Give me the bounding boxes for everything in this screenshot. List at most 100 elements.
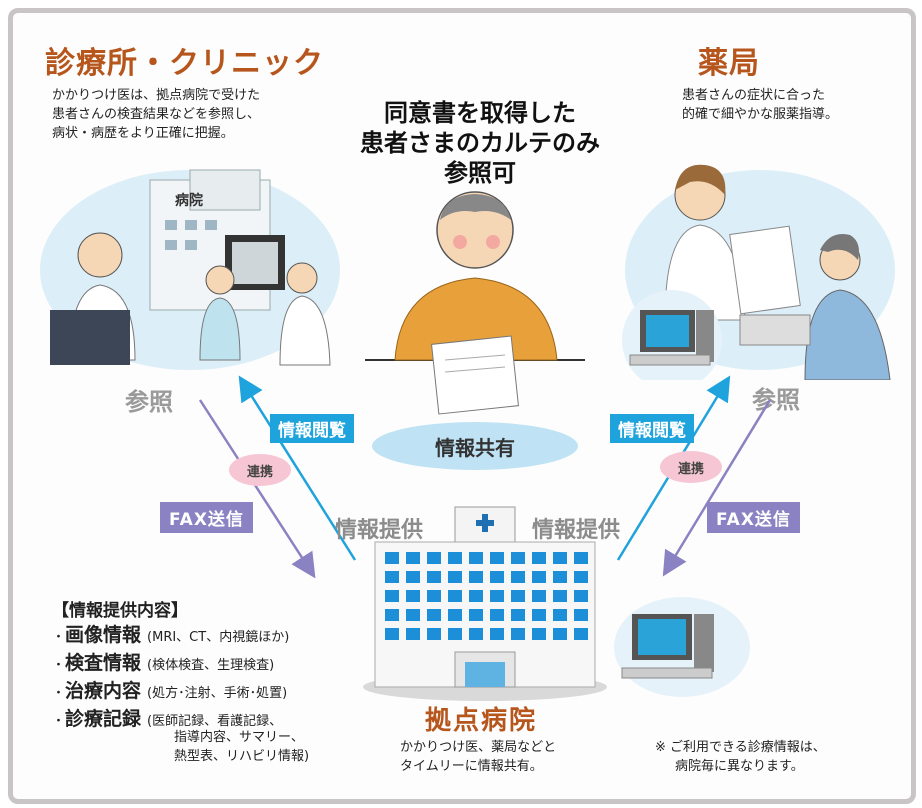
info-provide-label-left: 情報提供 [335,518,424,543]
reference-label-right: 参照 [752,386,800,414]
hospital-window [574,609,588,621]
hospital-window [406,628,420,640]
patient-illustration [365,191,585,415]
info-provide-label-right: 情報提供 [532,518,621,543]
hospital-window [448,609,462,621]
note-line: 病院毎に異なります。 [675,759,804,774]
hospital-window [427,590,441,602]
hospital-window [574,590,588,602]
hospital-window [427,628,441,640]
hospital-window [427,571,441,583]
item-name: 画像情報 [65,624,142,646]
hospital-window [469,571,483,583]
pharmacy-description: 患者さんの症状に合った 的確で細やかな服薬指導。 [682,86,838,124]
continuation-line: 熱型表、リハビリ情報) [174,749,310,764]
clinic-desc-line: かかりつけ医は、拠点病院で受けた [52,88,261,103]
item-name: 診療記録 [65,708,142,730]
renkei-right: 連携 [660,451,722,483]
clinic-title: 診療所・クリニック [45,46,324,81]
hospital-window [490,628,504,640]
hospital-window [553,571,567,583]
info-list-item: ・画像情報 (MRI、CT、内視鏡ほか) [52,620,309,648]
hospital-window [490,609,504,621]
hospital-window [385,628,399,640]
hospital-window [427,552,441,564]
hospital-window [448,590,462,602]
hospital-window [469,628,483,640]
hospital-window [511,628,525,640]
hospital-window [532,628,546,640]
pharmacy-title: 薬局 [698,46,760,81]
hospital-window [532,590,546,602]
clinic-desc-line: 患者さんの検査結果などを参照し、 [52,107,261,122]
hospital-window [490,571,504,583]
continuation-line: 指導内容、サマリー、 [174,730,304,745]
hospital-window [448,571,462,583]
pharmacy-desc-line: 的確で細やかな服薬指導。 [682,107,839,122]
availability-note: ※ ご利用できる診療情報は、 病院毎に異なります。 [655,738,826,776]
hospital-window [574,628,588,640]
bullet: ・ [52,658,66,673]
hospital-window [385,571,399,583]
hospital-building [363,506,607,701]
info-view-label-left: 情報閲覧 [270,414,354,443]
item-detail: (検体検査、生理検査) [147,658,275,673]
bullet: ・ [52,630,66,645]
hospital-window [490,552,504,564]
hospital-window [385,590,399,602]
info-list-heading: 【情報提供内容】 [52,601,188,621]
hospital-window [532,609,546,621]
clinic-illustration [40,169,340,370]
bullet: ・ [52,686,66,701]
info-list-item: ・診療記録 (医師記録、看護記録、 [52,704,309,730]
hospital-window [511,571,525,583]
hospital-window [574,571,588,583]
center-title-line: 同意書を取得した [384,99,576,127]
hospital-window [448,628,462,640]
hospital-window [385,609,399,621]
renkei-left: 連携 [229,454,291,486]
hospital-window [427,609,441,621]
hospital-window [574,552,588,564]
hospital-window [553,552,567,564]
info-list-continuation: 指導内容、サマリー、 熱型表、リハビリ情報) [52,728,309,766]
hospital-window [406,609,420,621]
hospital-window [532,552,546,564]
item-detail: (医師記録、看護記録、 [147,714,283,729]
hospital-window [553,609,567,621]
info-list: ・画像情報(MRI、CT、内視鏡ほか) ・検査情報(検体検査、生理検査) ・治療… [52,620,309,766]
reference-label-left: 参照 [125,388,173,416]
hospital-desc-line: かかりつけ医、薬局などと [400,740,557,755]
hospital-window [469,552,483,564]
hospital-description: かかりつけ医、薬局などと タイムリーに情報共有。 [400,738,556,776]
center-title-line: 参照可 [444,159,516,187]
info-share-ellipse: 情報共有 [372,422,578,470]
item-name: 検査情報 [65,652,142,674]
item-detail: (MRI、CT、内視鏡ほか) [147,630,290,645]
item-name: 治療内容 [65,680,142,702]
hospital-window [490,590,504,602]
pharmacy-desc-line: 患者さんの症状に合った [682,88,826,103]
hospital-window [532,571,546,583]
bullet: ・ [52,714,66,729]
fax-label-left: FAX送信 [160,502,253,533]
hospital-window [511,590,525,602]
hospital-window [469,609,483,621]
hospital-window [469,590,483,602]
hospital-window [406,552,420,564]
hospital-window [511,552,525,564]
building-sign: 病院 [175,193,203,209]
info-list-item: ・検査情報 (検体検査、生理検査) [52,648,309,676]
hospital-window [385,552,399,564]
clinic-desc-line: 病状・病歴をより正確に把握。 [52,126,234,141]
hospital-window [553,590,567,602]
pharmacy-illustration [622,164,895,380]
center-title-line: 患者さまのカルテのみ [360,129,600,157]
hospital-window [511,609,525,621]
item-detail: (処方･注射、手術･処置) [147,686,288,701]
info-view-label-right: 情報閲覧 [610,414,694,443]
clinic-description: かかりつけ医は、拠点病院で受けた 患者さんの検査結果などを参照し、 病状・病歴を… [52,86,260,143]
hospital-name: 拠点病院 [425,706,538,736]
hospital-desc-line: タイムリーに情報共有。 [400,759,543,774]
